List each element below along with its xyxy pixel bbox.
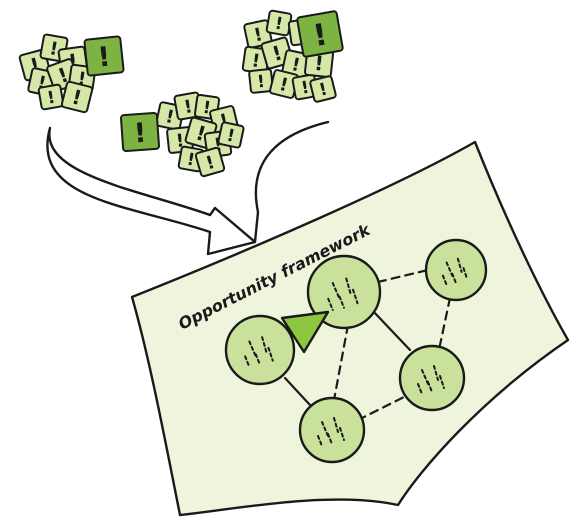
opportunity-node <box>306 254 382 330</box>
funnel-arrow-right-stroke <box>253 120 330 244</box>
node-circle <box>398 344 466 412</box>
opportunity-nodes <box>224 238 488 464</box>
exclamation-icon: ! <box>96 42 112 74</box>
note-square <box>309 75 337 103</box>
opportunity-node <box>398 344 466 412</box>
exclamation-icon: ! <box>185 150 196 171</box>
note-square <box>60 80 94 114</box>
framework-connections <box>283 268 452 422</box>
note-square <box>194 146 226 178</box>
node-scribble <box>248 340 257 358</box>
node-scribble <box>333 417 339 433</box>
node-scribble <box>327 297 334 311</box>
exclamation-icon: ! <box>202 98 212 119</box>
node-scribble <box>441 274 448 286</box>
node-scribble <box>456 257 463 273</box>
exclamation-icon: ! <box>225 126 237 147</box>
note-clusters: !!!!!!!!!!!!!!!!!!!!!!!!!!!!!!!! <box>18 9 344 178</box>
highlight-arrow <box>280 310 330 354</box>
framework-sheet: Opportunity framework <box>130 140 570 517</box>
node-scribble <box>317 435 323 447</box>
exclamation-icon: ! <box>175 130 185 152</box>
note-square <box>296 10 344 58</box>
node-scribble <box>321 421 329 437</box>
node-scribble <box>427 381 433 393</box>
node-scribble <box>254 353 261 366</box>
node-scribble <box>338 295 345 309</box>
alert-note: ! <box>243 19 273 49</box>
node-scribble <box>417 383 423 395</box>
alert-note-highlighted: ! <box>119 111 161 153</box>
exclamation-icon: ! <box>256 72 266 93</box>
opportunity-node <box>424 238 488 302</box>
connection-dashed <box>438 296 452 347</box>
note-square <box>217 121 245 149</box>
exclamation-icon: ! <box>48 38 60 60</box>
node-scribble <box>433 365 439 381</box>
connection-dashed <box>332 323 350 402</box>
exclamation-icon: ! <box>76 68 87 90</box>
connection-solid <box>370 308 412 352</box>
node-scribble <box>451 272 457 285</box>
alert-note-highlighted: ! <box>296 10 344 58</box>
node-circle <box>298 396 366 464</box>
exclamation-icon: ! <box>311 17 331 54</box>
exclamation-icon: ! <box>133 118 147 150</box>
node-scribble <box>267 346 274 362</box>
node-scribble <box>244 355 251 368</box>
node-circle <box>224 314 296 386</box>
alert-note-highlighted: ! <box>83 35 125 77</box>
node-scribble <box>261 336 268 354</box>
note-square <box>119 111 161 153</box>
node-scribble <box>421 369 429 385</box>
node-scribble <box>345 277 352 296</box>
exclamation-icon: ! <box>273 14 284 35</box>
alert-note: ! <box>194 146 226 178</box>
note-square <box>37 83 65 111</box>
alert-note: ! <box>281 49 311 79</box>
alert-note: ! <box>309 75 337 103</box>
connection-dashed <box>376 268 430 284</box>
node-circle <box>306 254 382 330</box>
alert-note: ! <box>217 121 245 149</box>
exclamation-icon: ! <box>300 78 311 99</box>
exclamation-icon: ! <box>313 51 325 76</box>
exclamation-icon: ! <box>250 50 261 72</box>
note-square <box>83 35 125 77</box>
node-scribble <box>331 282 341 300</box>
opportunity-node <box>224 314 296 386</box>
node-scribble <box>352 288 359 305</box>
exclamation-icon: ! <box>182 96 194 118</box>
node-scribble <box>327 433 333 445</box>
node-scribble <box>439 375 445 389</box>
funnel-arrow <box>46 126 257 256</box>
node-circle <box>424 238 488 302</box>
exclamation-icon: ! <box>46 88 57 109</box>
opportunity-node <box>298 396 366 464</box>
alert-note: ! <box>269 69 299 99</box>
node-scribble <box>339 427 345 441</box>
exclamation-icon: ! <box>213 134 224 156</box>
alert-note: ! <box>60 80 94 114</box>
alert-note: ! <box>37 83 65 111</box>
connection-solid <box>283 376 312 407</box>
node-scribble <box>462 267 469 281</box>
connection-dashed <box>356 393 410 422</box>
